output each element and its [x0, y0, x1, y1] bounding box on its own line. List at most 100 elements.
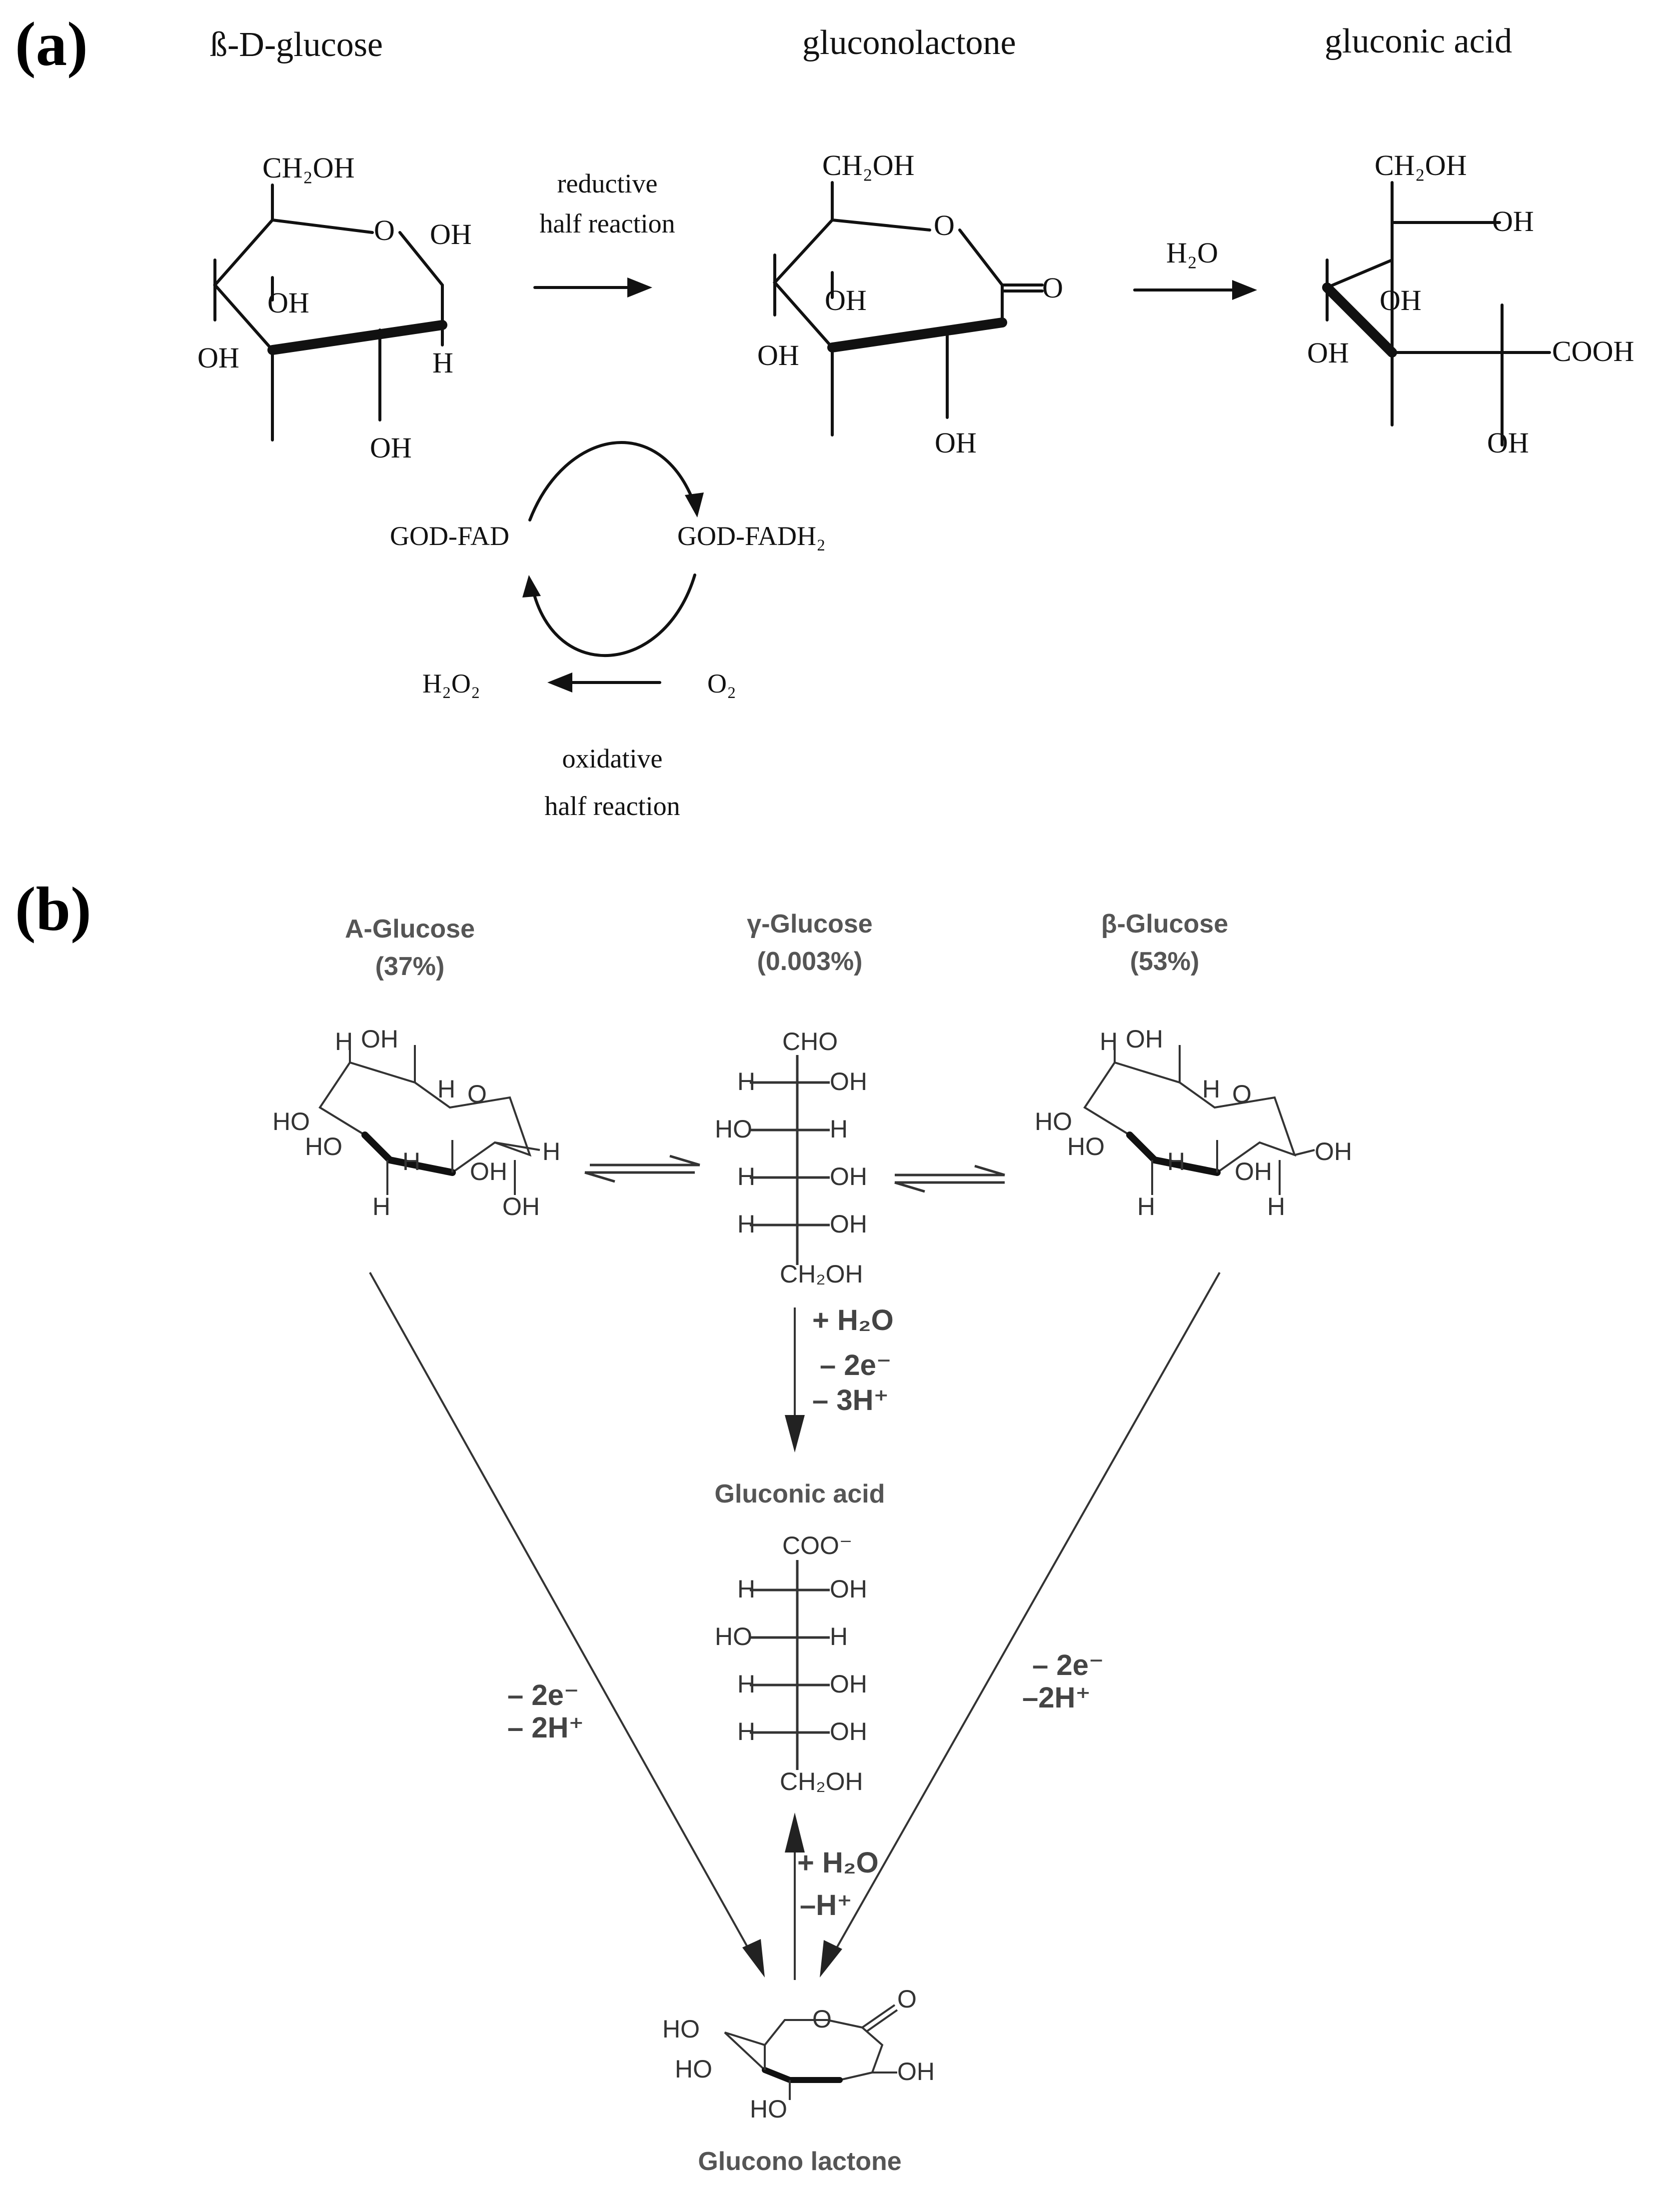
svg-text:OH: OH [502, 1192, 540, 1220]
svg-text:HO: HO [1067, 1132, 1105, 1160]
svg-text:OH: OH [470, 1158, 507, 1186]
lactone-carbonyl: O [1042, 272, 1063, 304]
panel-a: (a) ß-D-glucose gluconolactone gluconic … [15, 10, 1634, 821]
hydrolysis-arrow-head [1232, 280, 1257, 300]
beta-to-lactone-arrow [829, 1272, 1221, 1960]
svg-text:HO: HO [662, 2015, 700, 2043]
svg-text:OH: OH [830, 1670, 867, 1698]
svg-text:H: H [1137, 1192, 1155, 1220]
svg-text:O: O [1232, 1080, 1252, 1108]
lactone-oh-2: OH [757, 339, 799, 372]
svg-text:O: O [812, 2005, 832, 2033]
svg-text:CHO: CHO [782, 1028, 838, 1056]
left-step-electrons: – 2e⁻ [507, 1679, 579, 1712]
hydrolysis-water: H₂O [1166, 236, 1218, 269]
lactone-oh-1: OH [825, 284, 867, 316]
panel-b-label: (b) [15, 875, 91, 944]
lactone-ring-o: O [934, 209, 955, 242]
svg-text:OH: OH [830, 1210, 867, 1238]
glucose-ring-o: O [374, 214, 395, 246]
glucose-oh-3: OH [197, 342, 239, 374]
svg-text:OH: OH [830, 1068, 867, 1096]
alpha-to-lactone-arrow [369, 1272, 756, 1960]
gamma-step-protons: – 3H⁺ [812, 1384, 889, 1416]
right-step-electrons: – 2e⁻ [1032, 1649, 1104, 1682]
acid-oh-2: OH [1380, 284, 1422, 316]
acid-cooh: COOH [1552, 335, 1634, 368]
beta-glucose-pct: (53%) [1130, 947, 1200, 976]
oxidative-arrow-head [547, 672, 572, 692]
alpha-glucose-name: A-Glucose [345, 914, 475, 944]
svg-text:H: H [737, 1162, 755, 1190]
left-step-protons: – 2H⁺ [507, 1712, 584, 1744]
svg-text:O: O [897, 1985, 917, 2013]
equilibrium-right [894, 1164, 1005, 1193]
gamma-step-electrons: – 2e⁻ [820, 1349, 892, 1382]
svg-text:OH: OH [1126, 1025, 1163, 1053]
svg-text:H: H [1100, 1028, 1118, 1056]
gamma-glucose-name: γ-Glucose [747, 910, 872, 938]
glucose-oh-1: OH [430, 218, 472, 250]
hydrogen-peroxide: H₂O₂ [422, 668, 480, 698]
svg-text:H: H [402, 1148, 420, 1176]
svg-text:H: H [830, 1115, 848, 1143]
svg-text:HO: HO [272, 1108, 310, 1136]
glucose-oh-2: OH [267, 286, 309, 319]
svg-text:OH: OH [1315, 1138, 1352, 1166]
svg-text:H: H [1202, 1075, 1220, 1103]
alpha-arrow-head [742, 1939, 765, 1978]
svg-text:H: H [335, 1028, 353, 1056]
alpha-glucose-structure: H OH H O HO HO H OH H H OH [272, 1025, 560, 1220]
glucose-ch2oh: CH₂OH [262, 152, 355, 184]
svg-text:H: H [372, 1192, 390, 1220]
acid-ch2oh: CH₂OH [1375, 149, 1467, 182]
svg-text:HO: HO [305, 1132, 342, 1160]
glucono-lactone-label: Glucono lactone [698, 2147, 901, 2176]
svg-text:HO: HO [675, 2055, 712, 2083]
gamma-glucose-structure: CHO H OH HO H H OH H OH CH₂OH [715, 1028, 867, 1288]
svg-text:CH₂OH: CH₂OH [780, 1260, 863, 1288]
lactone-step-proton: –H⁺ [800, 1889, 852, 1922]
svg-text:OH: OH [830, 1162, 867, 1190]
reductive-label-1: reductive [557, 168, 658, 198]
acid-oh-4: OH [1487, 426, 1529, 459]
gluconic-acid-fischer: COO⁻ H OH HO H H OH H OH CH₂OH [715, 1532, 867, 1796]
reductive-label-2: half reaction [539, 208, 675, 238]
svg-text:H: H [737, 1068, 755, 1096]
svg-text:H: H [437, 1075, 455, 1103]
glucose-structure: CH₂OH O OH OH OH H OH [197, 152, 472, 464]
god-fad: GOD-FAD [390, 521, 509, 551]
svg-text:COO⁻: COO⁻ [782, 1532, 852, 1560]
lactone-oh-3: OH [935, 426, 977, 459]
svg-text:HO: HO [750, 2095, 787, 2123]
panel-a-label: (a) [15, 10, 88, 79]
beta-glucose-structure: H OH H O HO HO H OH OH H H [1035, 1025, 1352, 1220]
svg-text:O: O [467, 1080, 487, 1108]
glucose-oh-4: OH [370, 432, 412, 464]
svg-text:H: H [737, 1210, 755, 1238]
svg-text:H: H [1167, 1148, 1185, 1176]
gamma-down-arrow-head [785, 1415, 805, 1452]
svg-text:H: H [737, 1670, 755, 1698]
svg-text:OH: OH [897, 2058, 935, 2086]
panel-b: (b) A-Glucose (37%) γ-Glucose (0.003%) β… [15, 875, 1352, 2176]
acid-oh-3: OH [1307, 336, 1349, 369]
gamma-step-water: + H₂O [812, 1304, 894, 1336]
beta-glucose-name: β-Glucose [1101, 910, 1228, 938]
svg-text:HO: HO [1035, 1108, 1072, 1136]
glucose-title: ß-D-glucose [210, 26, 383, 64]
lactone-step-water: + H₂O [797, 1846, 879, 1879]
svg-text:OH: OH [830, 1718, 867, 1746]
alpha-glucose-pct: (37%) [375, 952, 445, 981]
lactone-ch2oh: CH₂OH [822, 149, 915, 182]
svg-text:H: H [737, 1575, 755, 1603]
beta-arrow-head [820, 1940, 842, 1978]
svg-text:HO: HO [715, 1622, 752, 1650]
svg-text:OH: OH [1235, 1158, 1272, 1186]
svg-text:H: H [542, 1138, 560, 1166]
svg-text:H: H [830, 1622, 848, 1650]
oxidative-label-1: oxidative [562, 744, 663, 774]
equilibrium-left [584, 1154, 700, 1183]
glucono-lactone-structure: HO O O HO OH HO [662, 1985, 935, 2123]
gluconic-acid-label: Gluconic acid [715, 1480, 885, 1508]
